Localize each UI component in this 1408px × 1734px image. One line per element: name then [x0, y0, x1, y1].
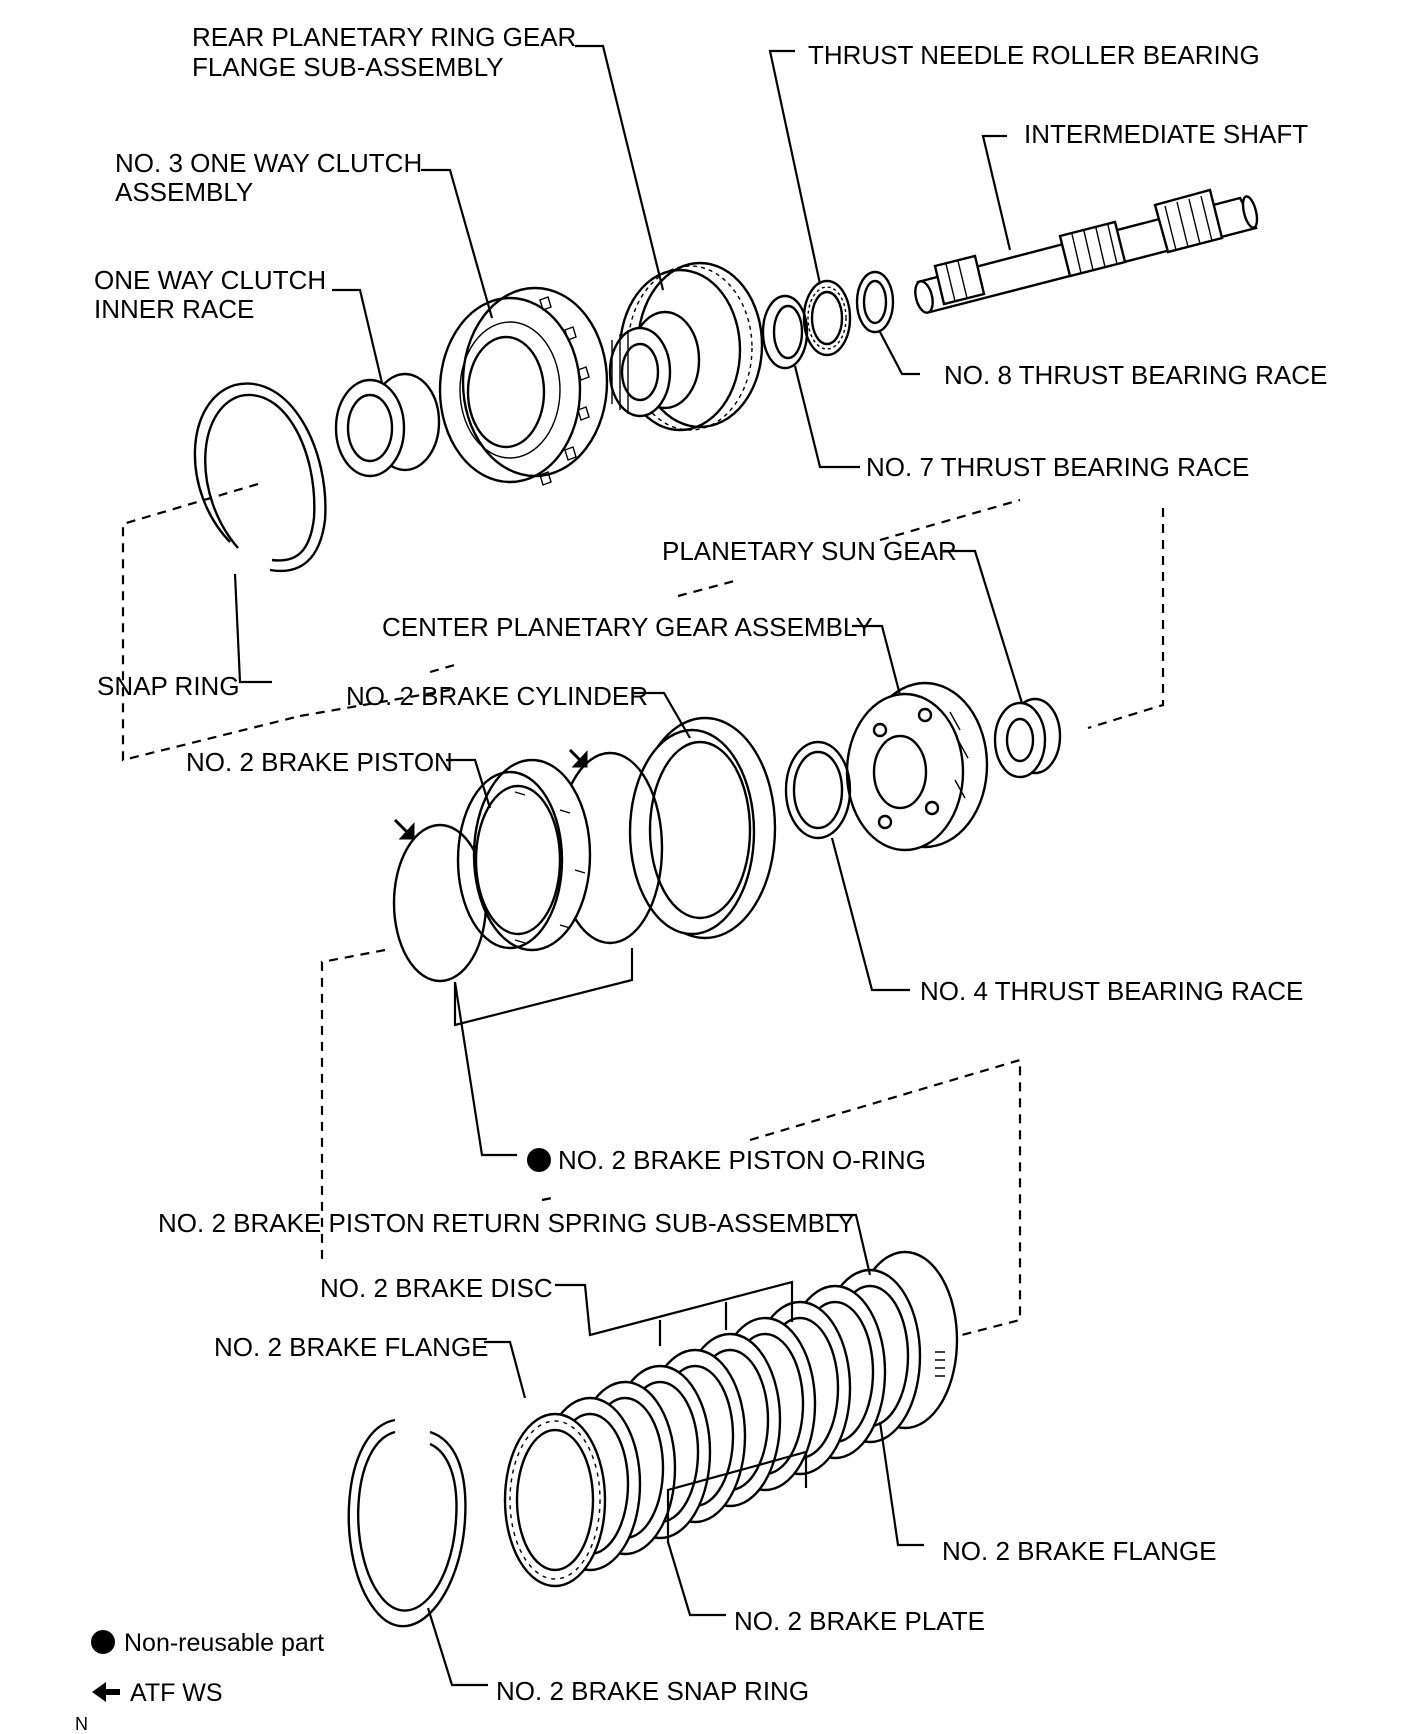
legend-atf: ATF WS: [130, 1679, 223, 1707]
leader-lines: [233, 44, 1024, 1687]
label-no8-race: NO. 8 THRUST BEARING RACE: [944, 360, 1327, 390]
label-snap-ring: SNAP RING: [97, 671, 240, 701]
corner-code: N: [75, 1714, 88, 1734]
sun-gear-part: [993, 697, 1062, 779]
label-rear-ring-gear-line1: REAR PLANETARY RING GEAR: [192, 22, 576, 52]
label-piston-oring: NO. 2 BRAKE PISTON O-RING: [558, 1145, 926, 1175]
no2-brake-snap-ring-part: [347, 1418, 467, 1628]
label-brake-flange-left: NO. 2 BRAKE FLANGE: [214, 1332, 489, 1362]
label-intermediate-shaft: INTERMEDIATE SHAFT: [1024, 119, 1308, 149]
oring-small-part: [392, 823, 488, 983]
legend-non-reusable: Non-reusable part: [124, 1629, 324, 1657]
brake-pack-part: [503, 1250, 959, 1588]
label-sun-gear: PLANETARY SUN GEAR: [662, 536, 957, 566]
label-brake-plate: NO. 2 BRAKE PLATE: [734, 1606, 985, 1636]
rear-ring-gear-flange-part: [608, 261, 764, 432]
label-brake-flange-right: NO. 2 BRAKE FLANGE: [942, 1536, 1217, 1566]
phantom-lines: [121, 482, 1165, 1338]
thrust-needle-bearing-part: [802, 279, 852, 357]
no2-brake-cylinder-part: [628, 716, 777, 940]
center-planetary-part: [845, 681, 989, 852]
label-no7-race: NO. 7 THRUST BEARING RACE: [866, 452, 1249, 482]
inner-race-part: [334, 372, 441, 478]
label-inner-race-line1: ONE WAY CLUTCH: [94, 265, 326, 295]
label-no3-clutch-line2: ASSEMBLY: [115, 177, 253, 207]
arrow-left-icon: [92, 1682, 120, 1702]
no2-brake-piston-part: [456, 758, 592, 952]
no7-thrust-race-part: [761, 294, 809, 370]
label-return-spring: NO. 2 BRAKE PISTON RETURN SPRING SUB-ASS…: [158, 1208, 855, 1238]
atf-arrow-icon: [393, 748, 588, 840]
label-no2-piston: NO. 2 BRAKE PISTON: [186, 747, 453, 777]
no4-thrust-race-part: [784, 740, 852, 840]
legend: Non-reusable part ATF WS N: [75, 1629, 324, 1734]
label-brake-disc: NO. 2 BRAKE DISC: [320, 1273, 553, 1303]
label-thrust-needle: THRUST NEEDLE ROLLER BEARING: [808, 40, 1260, 70]
label-no4-race: NO. 4 THRUST BEARING RACE: [920, 976, 1303, 1006]
label-inner-race-line2: INNER RACE: [94, 294, 254, 324]
intermediate-shaft-part: [914, 188, 1259, 314]
label-center-planetary: CENTER PLANETARY GEAR ASSEMBLY: [382, 612, 873, 642]
no8-thrust-race-part: [855, 270, 895, 334]
snap-ring-part: [193, 382, 327, 573]
non-reusable-marker-icon: [527, 1148, 551, 1172]
label-rear-ring-gear-line2: FLANGE SUB-ASSEMBLY: [192, 52, 504, 82]
filled-circle-icon: [91, 1630, 115, 1654]
no3-one-way-clutch-part: [438, 286, 609, 486]
label-brake-snap-ring: NO. 2 BRAKE SNAP RING: [496, 1676, 809, 1706]
label-no2-cylinder: NO. 2 BRAKE CYLINDER: [346, 681, 648, 711]
label-no3-clutch-line1: NO. 3 ONE WAY CLUTCH: [115, 148, 422, 178]
